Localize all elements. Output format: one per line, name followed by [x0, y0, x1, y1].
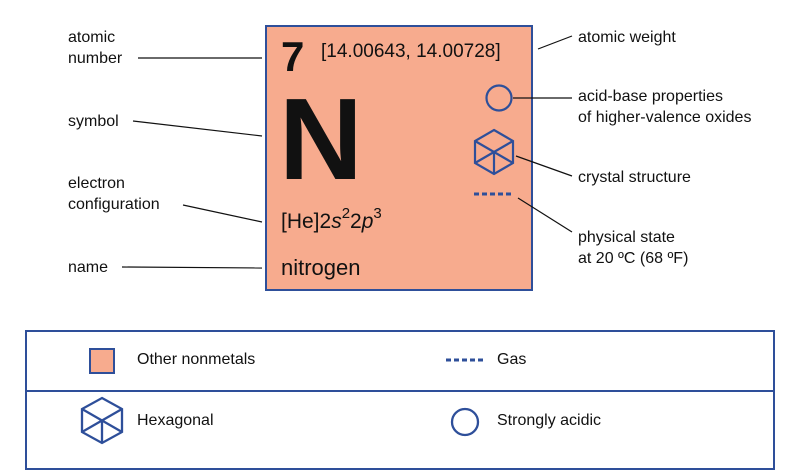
legend-hexagonal-crystal-icon: [80, 396, 124, 445]
legend-label-other-nonmetals: Other nonmetals: [137, 351, 256, 368]
config-s-exponent: 2: [341, 205, 351, 222]
element-symbol: N: [279, 74, 363, 204]
callout-acid-base-line1: acid-base properties: [578, 88, 723, 105]
legend-label-strongly-acidic: Strongly acidic: [497, 412, 602, 429]
atomic-number: 7: [281, 33, 305, 80]
callout-physical-state-line2: at 20 ºC (68 ºF): [578, 250, 689, 267]
element-name: nitrogen: [281, 255, 361, 280]
callout-atomic-number-line2: number: [68, 50, 123, 67]
legend-box: [25, 330, 775, 470]
legend-label-hexagonal: Hexagonal: [137, 412, 214, 429]
legend-label-gas: Gas: [497, 351, 527, 368]
legend-strongly-acidic-circle-icon: [450, 407, 480, 437]
callout-physical-state: physical state at 20 ºC (68 ºF): [578, 227, 688, 269]
callout-electron-configuration-line1: electron: [68, 175, 125, 192]
callout-atomic-number-line1: atomic: [68, 29, 116, 46]
atomic-weight: [14.00643, 14.00728]: [321, 41, 501, 62]
callout-electron-configuration: electron configuration: [68, 173, 160, 215]
config-p: p: [361, 210, 374, 233]
callout-acid-base-line2: of higher-valence oxides: [578, 109, 752, 126]
callout-symbol: symbol: [68, 113, 119, 130]
legend-divider: [25, 390, 775, 392]
callout-physical-state-line1: physical state: [578, 229, 675, 246]
leader-symbol: [132, 120, 263, 137]
config-mid: 2: [350, 210, 362, 233]
callout-acid-base: acid-base properties of higher-valence o…: [578, 86, 751, 128]
element-card: 7 [14.00643, 14.00728] N [He]2s22p3 nitr…: [265, 25, 533, 291]
callout-name: name: [68, 259, 109, 276]
config-p-exponent: 3: [373, 205, 382, 222]
callout-atomic-number: atomic number: [68, 27, 122, 69]
leader-atomic-weight: [537, 35, 573, 50]
other-nonmetals-swatch: [89, 348, 115, 374]
legend-gas-dashed-line-icon: [446, 358, 486, 362]
leader-electron-configuration: [182, 204, 263, 223]
electron-configuration: [He]2s22p3: [281, 205, 382, 234]
leader-name: [121, 266, 263, 269]
callout-electron-configuration-line2: configuration: [68, 196, 160, 213]
callout-atomic-weight: atomic weight: [578, 29, 676, 46]
config-s: s: [331, 210, 342, 233]
config-core: [He]2: [281, 210, 332, 233]
callout-crystal-structure: crystal structure: [578, 169, 691, 186]
